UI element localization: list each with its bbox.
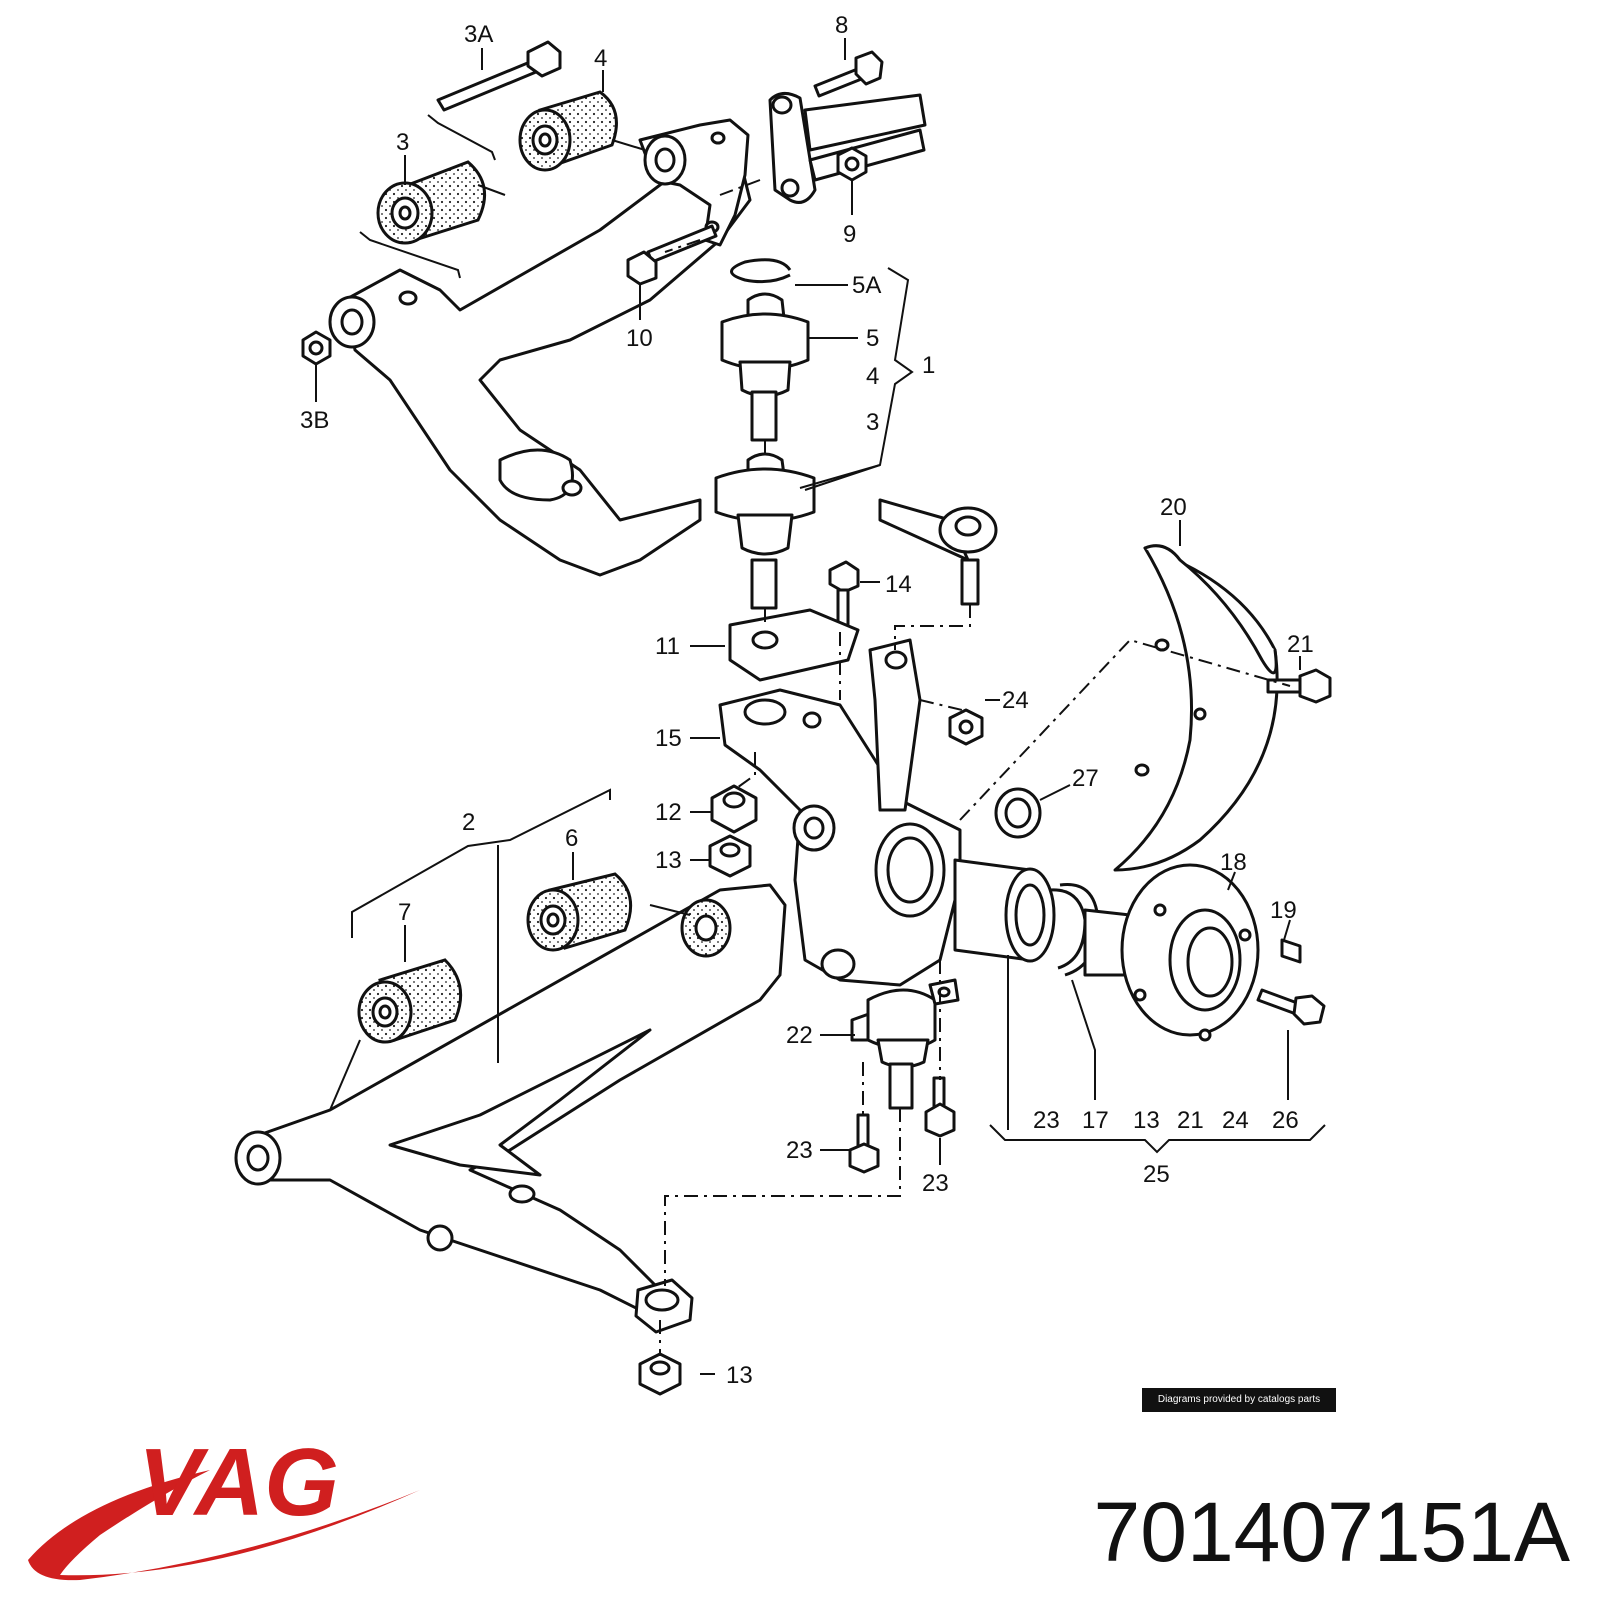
pin-19 [1280,938,1302,964]
label-3-mid: 3 [866,409,879,436]
label-21-b: 21 [1177,1107,1204,1134]
plate-11 [728,608,860,682]
splash-shield-20 [1113,544,1279,872]
label-4-top: 4 [594,45,607,72]
nut-9 [836,146,868,182]
bolt-23-left [848,1113,880,1174]
bushing-3-top [376,160,486,245]
label-8: 8 [835,12,848,39]
label-27: 27 [1072,765,1099,792]
label-3-top: 3 [396,129,409,156]
nut-12 [710,784,758,834]
bushing-6 [526,872,633,952]
label-7: 7 [398,899,411,926]
label-1: 1 [922,352,935,379]
label-24-b: 24 [1222,1107,1249,1134]
nut-13-mid [708,834,752,878]
label-23-right: 23 [922,1170,949,1197]
leader-lines [315,38,1326,1375]
upper-mount-bracket [638,118,750,247]
label-12: 12 [655,799,682,826]
label-5a: 5A [852,272,881,299]
bolt-23-right [924,1076,956,1138]
label-23-left: 23 [786,1137,813,1164]
bushing-lower-housing [680,898,732,958]
seal-27 [994,787,1042,839]
label-3a: 3A [464,21,493,48]
label-18: 18 [1220,849,1247,876]
label-5: 5 [866,325,879,352]
label-20: 20 [1160,494,1187,521]
bolt-14 [828,560,860,634]
nut-3b [301,330,332,366]
label-4-mid: 4 [866,363,879,390]
vag-logo: VAG [28,1429,420,1581]
label-6: 6 [565,825,578,852]
label-22: 22 [786,1022,813,1049]
bolt-26 [1256,988,1326,1026]
label-3b: 3B [300,407,329,434]
wheel-bearing [953,858,1056,963]
ball-joint-22 [850,978,960,1110]
label-26: 26 [1272,1107,1299,1134]
bolt-10 [626,224,718,286]
logo-text: VAG [138,1429,339,1536]
label-13-bottom: 13 [726,1362,753,1389]
diagram-credit: Diagrams provided by catalogs parts [1142,1388,1336,1412]
link-plate [768,92,817,204]
label-23-a: 23 [1033,1107,1060,1134]
logo-swoosh [28,1470,420,1581]
centerlines [659,179,1291,1356]
ball-joint-5 [720,292,810,442]
label-21-top: 21 [1287,631,1314,658]
tie-rod-end [878,498,998,606]
label-19: 19 [1270,897,1297,924]
label-13-mid: 13 [655,847,682,874]
label-2: 2 [462,809,475,836]
bolt-3a [436,40,562,112]
bolt-21-top [1266,668,1332,704]
bushing-7 [357,958,463,1044]
label-14: 14 [885,571,912,598]
bolt-8 [813,50,884,98]
nut-13-bottom [638,1352,682,1396]
ball-joint-3 [714,452,816,610]
label-17: 17 [1082,1107,1109,1134]
bushing-4-top [518,90,618,172]
clip-5a [730,258,792,284]
label-11: 11 [655,633,680,660]
label-10: 10 [626,325,653,352]
label-13-b: 13 [1133,1107,1160,1134]
callout-numbers: 3A 4 8 3 9 5A 10 5 4 1 3B 3 20 14 21 11 … [300,12,1314,1389]
label-9: 9 [843,221,856,248]
label-25: 25 [1143,1161,1170,1188]
lower-control-arm [234,883,787,1334]
steering-knuckle-15 [718,638,962,987]
wheel-hub-18 [1083,863,1260,1042]
part-number: 701407151A [1093,1485,1570,1579]
label-24-top: 24 [1002,687,1029,714]
label-15: 15 [655,725,682,752]
nut-24 [948,708,984,746]
